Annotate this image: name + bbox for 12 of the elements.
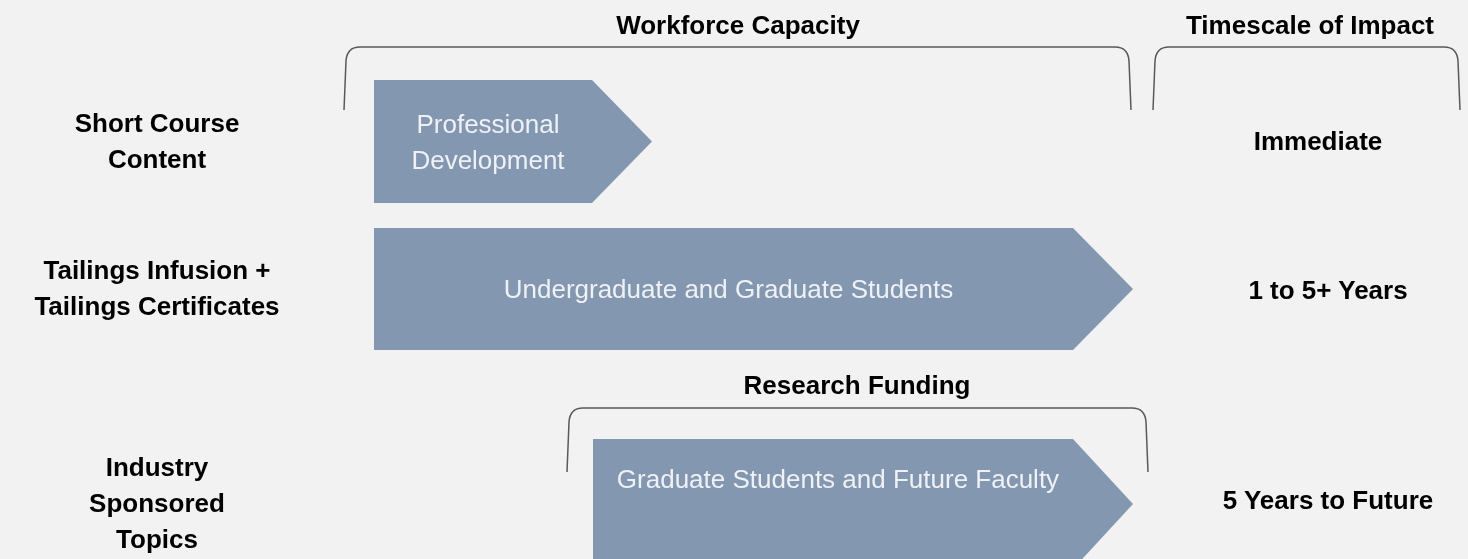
label-text: Tailings Infusion + Tailings Certificates (33, 254, 281, 323)
label-text: Workforce Capacity (615, 9, 861, 42)
label-text: 1 to 5+ Years (1247, 274, 1409, 307)
arrow-text: Undergraduate and Graduate Students (503, 273, 954, 306)
label-text: Industry Sponsored Topics (88, 451, 226, 556)
label-text: Timescale of Impact (1184, 9, 1436, 42)
label-text: Immediate (1252, 125, 1384, 158)
label-text: Short Course Content (73, 107, 241, 176)
label-text: 5 Years to Future (1221, 484, 1435, 517)
label-text: Research Funding (742, 369, 972, 402)
arrow-text: Professional Development (410, 107, 566, 177)
arrow-text: Graduate Students and Future Faculty (616, 463, 1060, 496)
